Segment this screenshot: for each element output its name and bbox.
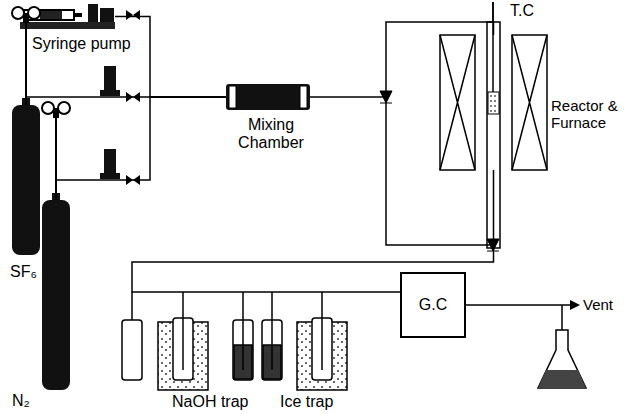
syringe-pump-symbol (20, 4, 115, 29)
n2-cylinder: N₂ (42, 200, 70, 390)
trap-train (122, 292, 347, 390)
reactor-furnace-symbol (380, 2, 547, 251)
vent-line (466, 300, 586, 388)
mixing-chamber: Mixing Chamber (226, 84, 310, 110)
node-label: Reactor & Furnace (551, 97, 623, 132)
gas-line (56, 97, 226, 200)
gas-line (115, 17, 226, 98)
node-label: SF₆ (10, 263, 37, 281)
syringe-pump: Syringe pump (20, 3, 115, 30)
node-label: Mixing Chamber (226, 116, 316, 153)
node-label: N₂ (12, 392, 30, 410)
mixing-chamber-symbol (226, 84, 310, 110)
gas-line (26, 97, 226, 105)
trap-label: Ice trap (280, 393, 333, 411)
vent-label: Vent (583, 296, 613, 313)
trap-label: NaOH trap (172, 393, 248, 411)
reactor-furnace: Reactor & Furnace (440, 35, 547, 170)
gas-line (310, 22, 494, 97)
gas-chromatograph: G.C (400, 272, 466, 338)
thermocouple-label: T.C (510, 2, 534, 20)
node-label: Syringe pump (32, 35, 131, 53)
sf6-cylinder: SF₆ (12, 105, 40, 255)
node-label: G.C (419, 296, 447, 314)
gas-cylinders (12, 7, 70, 390)
